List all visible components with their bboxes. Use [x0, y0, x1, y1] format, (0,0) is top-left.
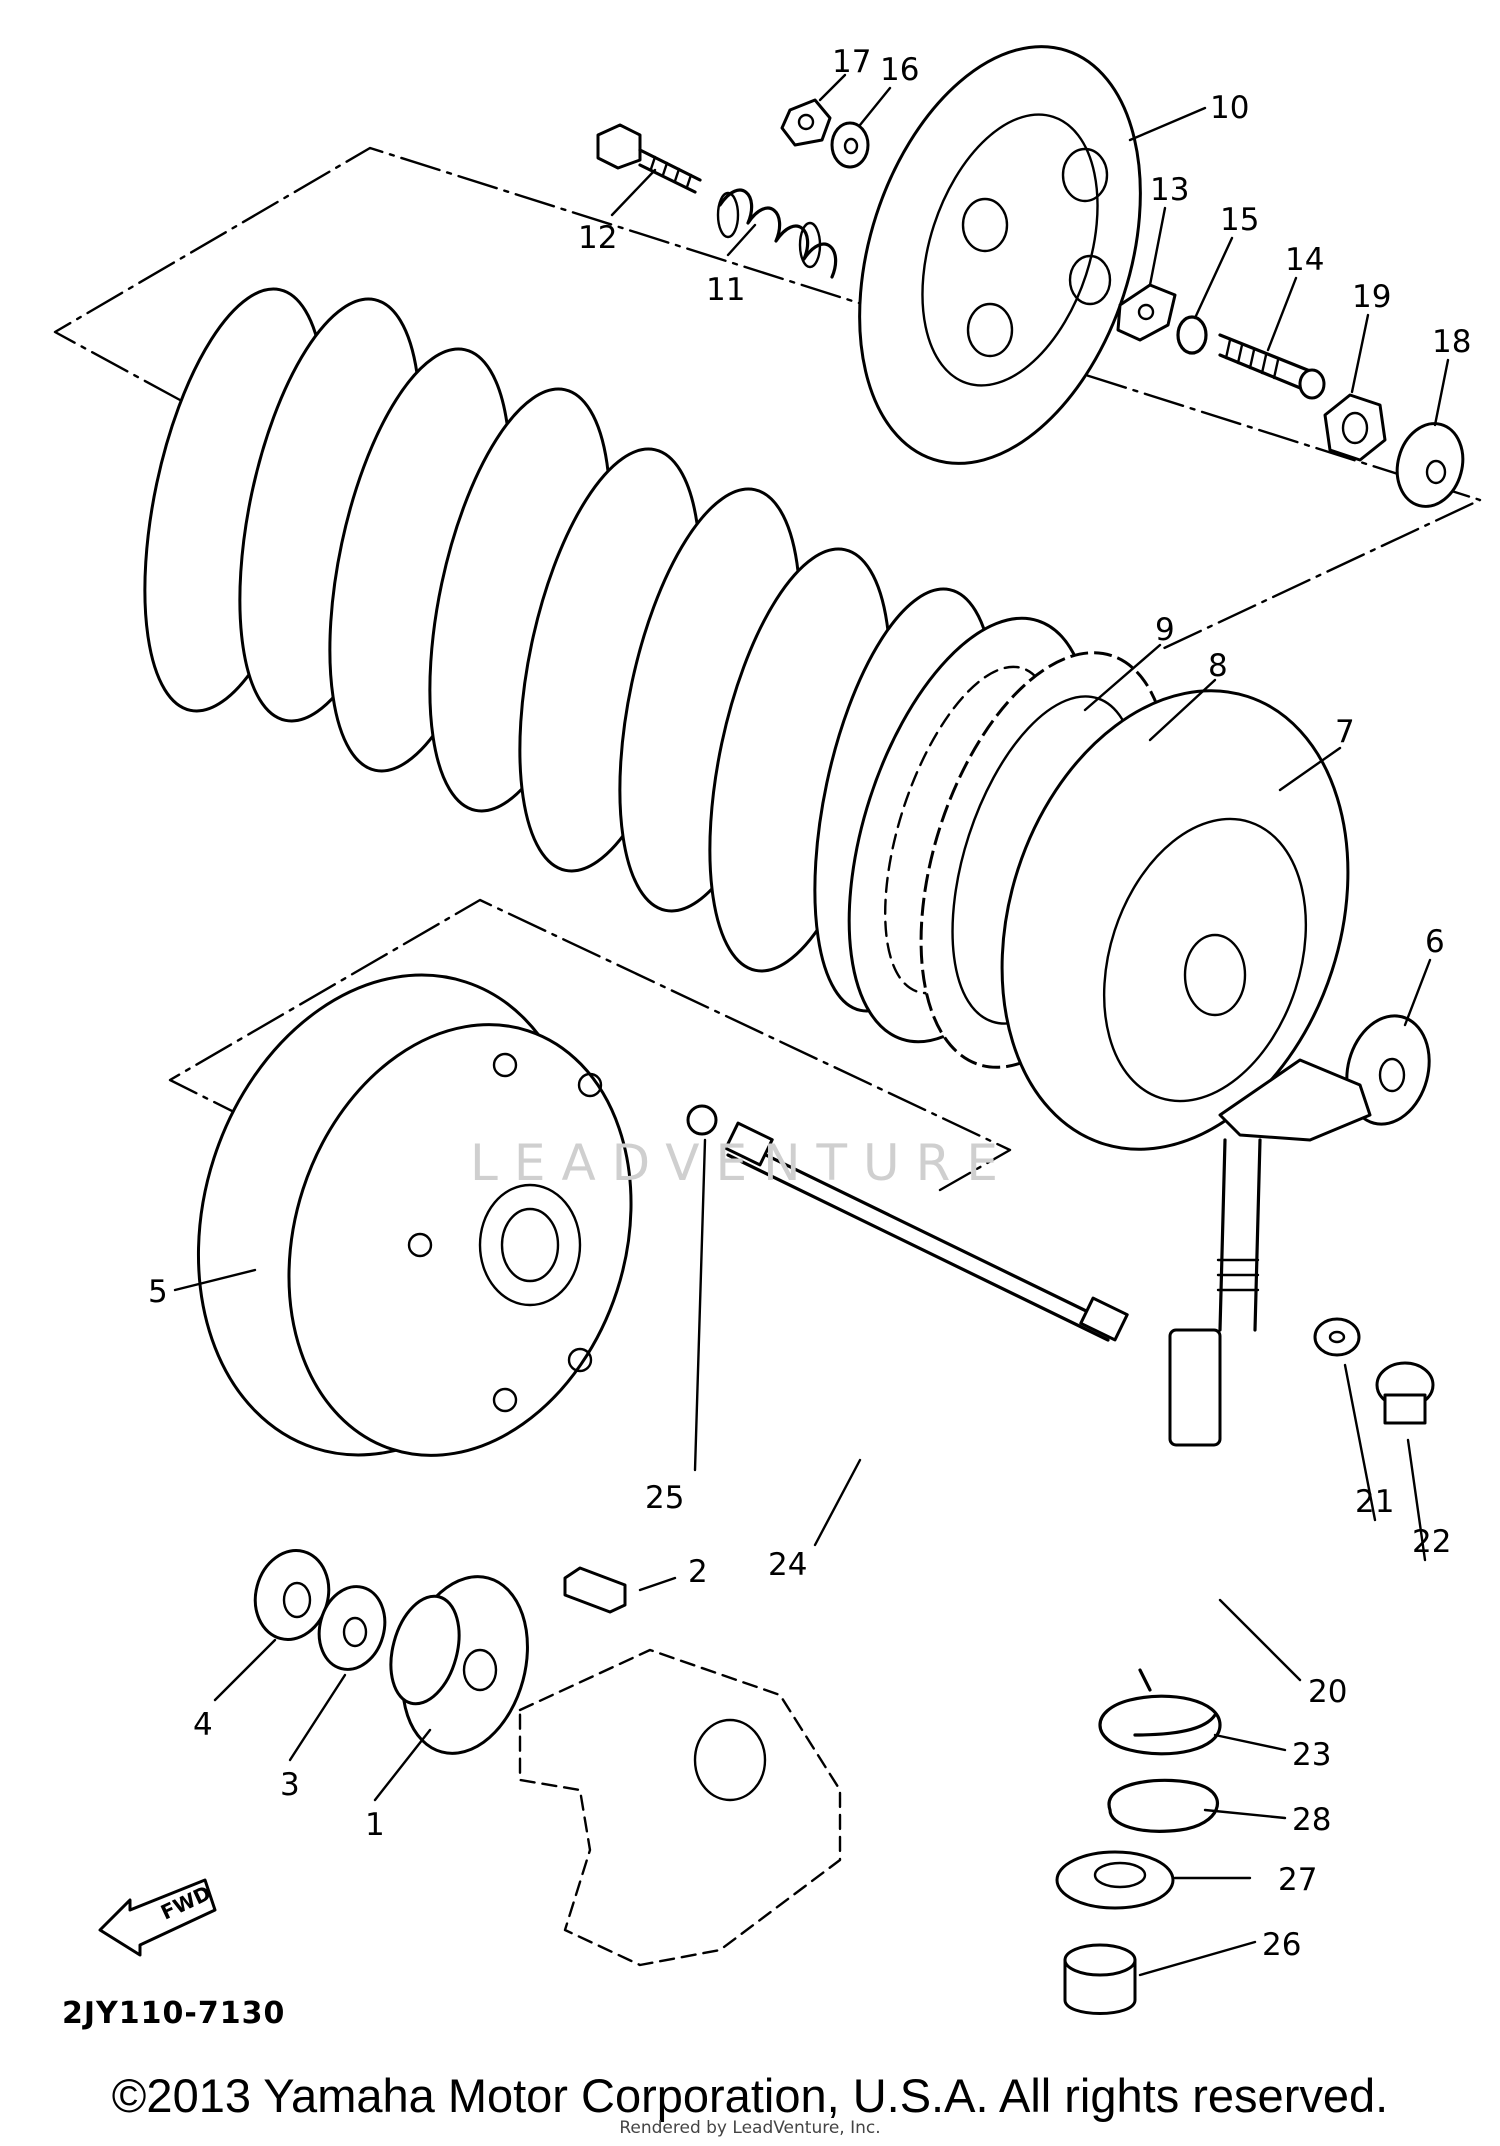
- callout-8: 8: [1208, 648, 1228, 684]
- callout-26: 26: [1262, 1927, 1301, 1963]
- callout-12: 12: [578, 220, 617, 256]
- callout-6: 6: [1425, 924, 1445, 960]
- callout-16: 16: [880, 52, 919, 88]
- rendered-by-notice: Rendered by LeadVenture, Inc.: [619, 2118, 881, 2138]
- callout-7: 7: [1335, 714, 1355, 750]
- part-28-circlip: [1107, 1778, 1219, 1833]
- part-25-ball: [686, 1104, 718, 1136]
- callout-15: 15: [1220, 202, 1259, 238]
- crankshaft-outline: [518, 1648, 842, 1967]
- part-16-washer: [830, 121, 870, 169]
- part-21-washer: [1313, 1317, 1361, 1357]
- callout-10: 10: [1210, 90, 1249, 126]
- part-6-washer: [1345, 1014, 1431, 1126]
- part-26-bushing: [1063, 1943, 1137, 2015]
- upper-boundary-box: [53, 146, 1482, 652]
- callout-21: 21: [1355, 1484, 1394, 1520]
- lower-boundary-box: [168, 898, 1012, 1192]
- callout-labels: 17 16 10 12 11 13 15 14 19 18 9 8 7 6 5 …: [148, 44, 1471, 1963]
- callout-19: 19: [1352, 279, 1391, 315]
- part-13-plate: [1116, 283, 1177, 342]
- callout-11: 11: [706, 272, 745, 308]
- callout-20: 20: [1308, 1674, 1347, 1710]
- fwd-arrow-icon: FWD: [98, 1878, 217, 1957]
- copyright-notice: ©2013 Yamaha Motor Corporation, U.S.A. A…: [111, 2069, 1389, 2122]
- part-24-push-rod: [724, 1121, 1129, 1342]
- part-3-lock-washer: [317, 1585, 387, 1671]
- diagram-code: 2JY110-7130: [62, 1996, 286, 2031]
- part-11-spring: [716, 188, 838, 279]
- watermark: LEADVENTURE: [470, 1134, 1014, 1192]
- callout-13: 13: [1150, 172, 1189, 208]
- callout-22: 22: [1412, 1524, 1451, 1560]
- part-17-nut: [780, 98, 832, 147]
- part-12-bolt: [596, 123, 702, 194]
- callout-4: 4: [193, 1707, 213, 1743]
- callout-28: 28: [1292, 1802, 1331, 1838]
- callout-14: 14: [1285, 242, 1324, 278]
- callout-27: 27: [1278, 1862, 1317, 1898]
- callout-25: 25: [645, 1480, 684, 1516]
- part-22-screw: [1375, 1361, 1435, 1425]
- part-15-o-ring: [1176, 315, 1208, 355]
- callout-2: 2: [688, 1554, 708, 1590]
- exploded-parts-diagram: FWD 17 16 10 12 11: [53, 44, 1482, 2015]
- part-18-lock-washer: [1395, 422, 1465, 508]
- leader-lines: [173, 73, 1450, 1977]
- part-7-clutch-boss: [1000, 689, 1350, 1151]
- part-5-clutch-housing: [196, 973, 633, 1457]
- part-19-nut: [1323, 393, 1387, 462]
- part-14-adjuster-screw: [1218, 333, 1326, 400]
- part-27-oil-seal: [1055, 1850, 1175, 1910]
- callout-1: 1: [365, 1807, 385, 1843]
- callout-18: 18: [1432, 324, 1471, 360]
- callout-3: 3: [280, 1767, 300, 1803]
- part-2-key: [563, 1566, 627, 1614]
- callout-17: 17: [832, 44, 871, 80]
- part-23-spring: [1098, 1668, 1222, 1756]
- part-20-push-lever: [1168, 1058, 1372, 1447]
- callout-23: 23: [1292, 1737, 1331, 1773]
- callout-5: 5: [148, 1274, 168, 1310]
- callout-9: 9: [1155, 612, 1175, 648]
- part-1-primary-drive-gear: [389, 1575, 529, 1755]
- callout-24: 24: [768, 1547, 807, 1583]
- part-10-pressure-plate: [858, 45, 1142, 465]
